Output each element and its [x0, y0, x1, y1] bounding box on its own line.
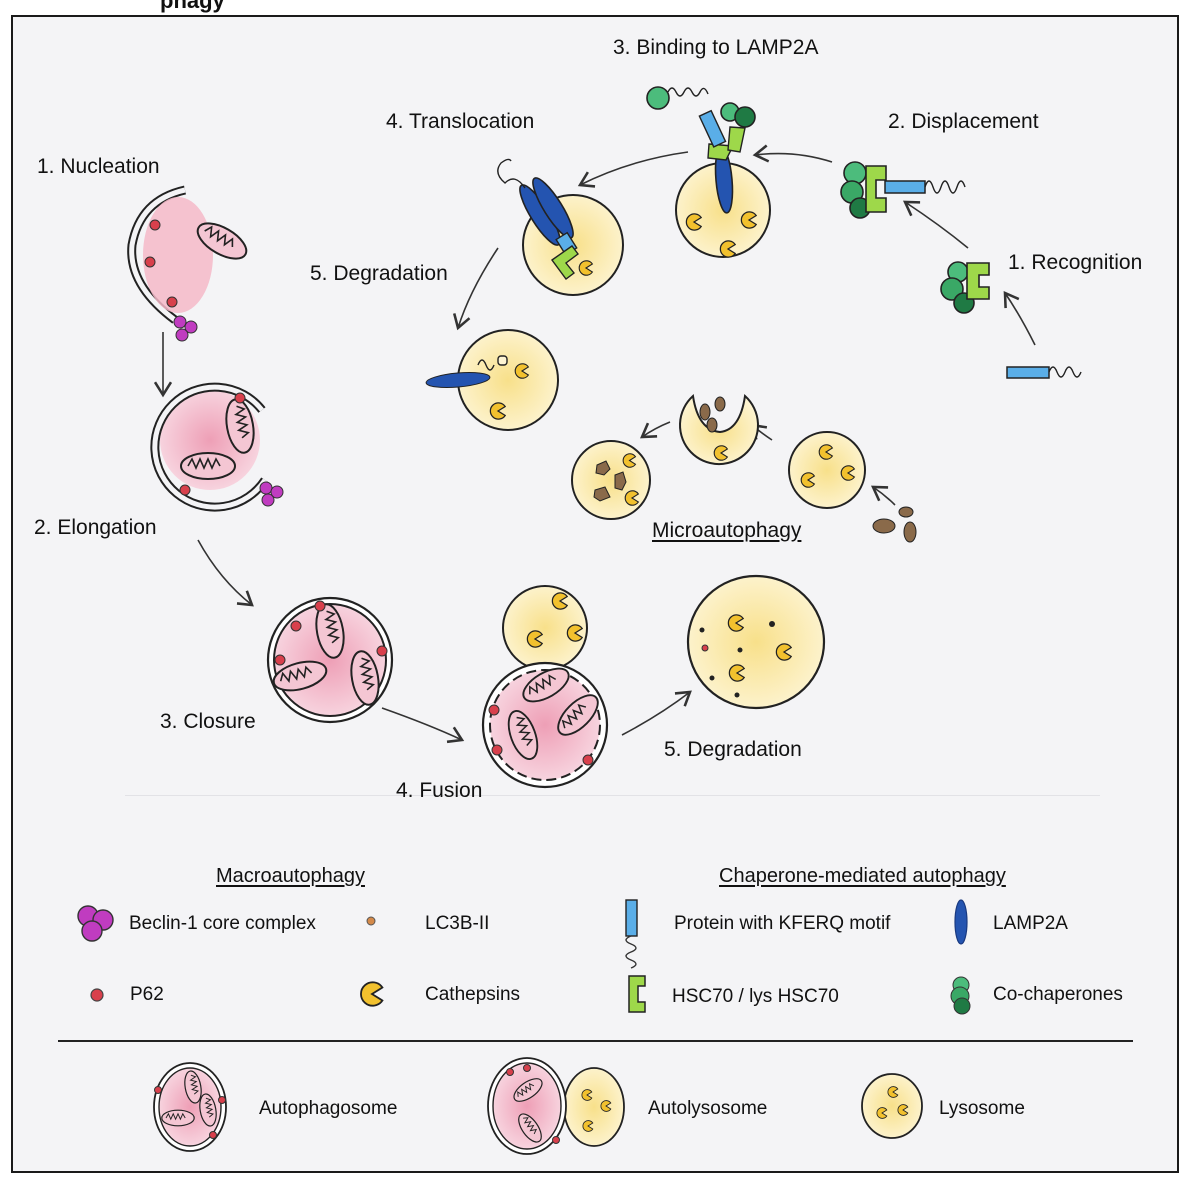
legend-autolysosome-label: Autolysosome [648, 1098, 768, 1119]
legend-cathepsins-label: Cathepsins [425, 984, 521, 1005]
figure-frame [11, 15, 1179, 1173]
kferq-protein-free [1006, 366, 1082, 379]
arrow-fusion-degradation [621, 690, 692, 736]
arrow-closure-fusion [381, 707, 465, 744]
fusion-autolysosome [481, 585, 609, 789]
beclin-complex-nucleation [173, 315, 198, 342]
arrow-to-recognition [1003, 291, 1036, 346]
legend-divider [58, 1040, 1133, 1042]
displacement-complex [840, 161, 966, 219]
macro-step-nucleation: 1. Nucleation [37, 155, 160, 178]
arrow-elongation-closure [197, 539, 254, 607]
micro-lysosome-degrading [571, 440, 651, 520]
cma-step-degradation: 5. Degradation [310, 262, 448, 285]
cma-degradation-lysosome [425, 329, 559, 431]
lc3b-dot-icon [366, 916, 376, 926]
legend-macro-heading: Macroautophagy [216, 865, 365, 887]
section-separator [125, 795, 1100, 796]
arrow-micro-3 [640, 421, 671, 439]
cma-step-displacement: 2. Displacement [888, 110, 1039, 133]
macro-step-fusion: 4. Fusion [396, 779, 483, 802]
macro-step-elongation: 2. Elongation [34, 516, 157, 539]
micro-lysosome-1 [788, 431, 866, 509]
arrow-binding-translocation [577, 151, 689, 188]
arrow-recognition-displacement [902, 200, 969, 249]
legend-hsc70-label: HSC70 / lys HSC70 [672, 986, 839, 1007]
arrow-displacement-binding [752, 144, 833, 163]
autophagosome-icon [153, 1062, 227, 1152]
recognition-complex [940, 261, 990, 314]
micro-lysosome-invaginating [679, 394, 759, 465]
legend-autophagosome-label: Autophagosome [259, 1098, 398, 1119]
hsc70-icon [628, 975, 646, 1013]
legend-cma-heading: Chaperone-mediated autophagy [719, 865, 1006, 887]
autolysosome-icon [487, 1057, 625, 1155]
cathepsin-icon [360, 981, 384, 1007]
legend-lc3b-label: LC3B-II [425, 913, 490, 934]
legend-lysosome-label: Lysosome [939, 1098, 1025, 1119]
legend-lamp2a-label: LAMP2A [993, 913, 1068, 934]
nucleation-phagophore [127, 185, 253, 324]
p62-dot-icon [90, 988, 104, 1002]
legend-kferq-label: Protein with KFERQ motif [674, 913, 891, 934]
cma-step-binding: 3. Binding to LAMP2A [613, 36, 819, 59]
arrow-translocation-degradation [452, 247, 499, 331]
legend-cochaperones-label: Co-chaperones [993, 984, 1123, 1005]
beclin-complex-icon [77, 905, 114, 942]
translocation-lysosome [497, 158, 624, 296]
cma-step-recognition: 1. Recognition [1008, 251, 1143, 274]
lamp2a-icon [954, 899, 968, 945]
degradation-lysosome-macro [686, 574, 826, 710]
arrow-micro-1 [870, 485, 896, 506]
macro-step-degradation: 5. Degradation [664, 738, 802, 761]
lysosome-icon [861, 1073, 923, 1139]
elongation-phagophore [150, 382, 269, 512]
cma-step-translocation: 4. Translocation [386, 110, 535, 133]
macro-step-closure: 3. Closure [160, 710, 256, 733]
micro-cargo-free [872, 506, 917, 543]
beclin-complex-elongation [259, 481, 284, 507]
legend-p62-label: P62 [130, 984, 164, 1005]
legend-beclin-label: Beclin-1 core complex [129, 913, 316, 934]
closure-autophagosome [266, 596, 394, 724]
microautophagy-label: Microautophagy [652, 519, 802, 542]
co-chaperones-icon [950, 976, 971, 1015]
kferq-protein-icon [625, 899, 638, 969]
figure-title-fragment: phagy [160, 0, 225, 13]
binding-lysosome [646, 86, 771, 258]
